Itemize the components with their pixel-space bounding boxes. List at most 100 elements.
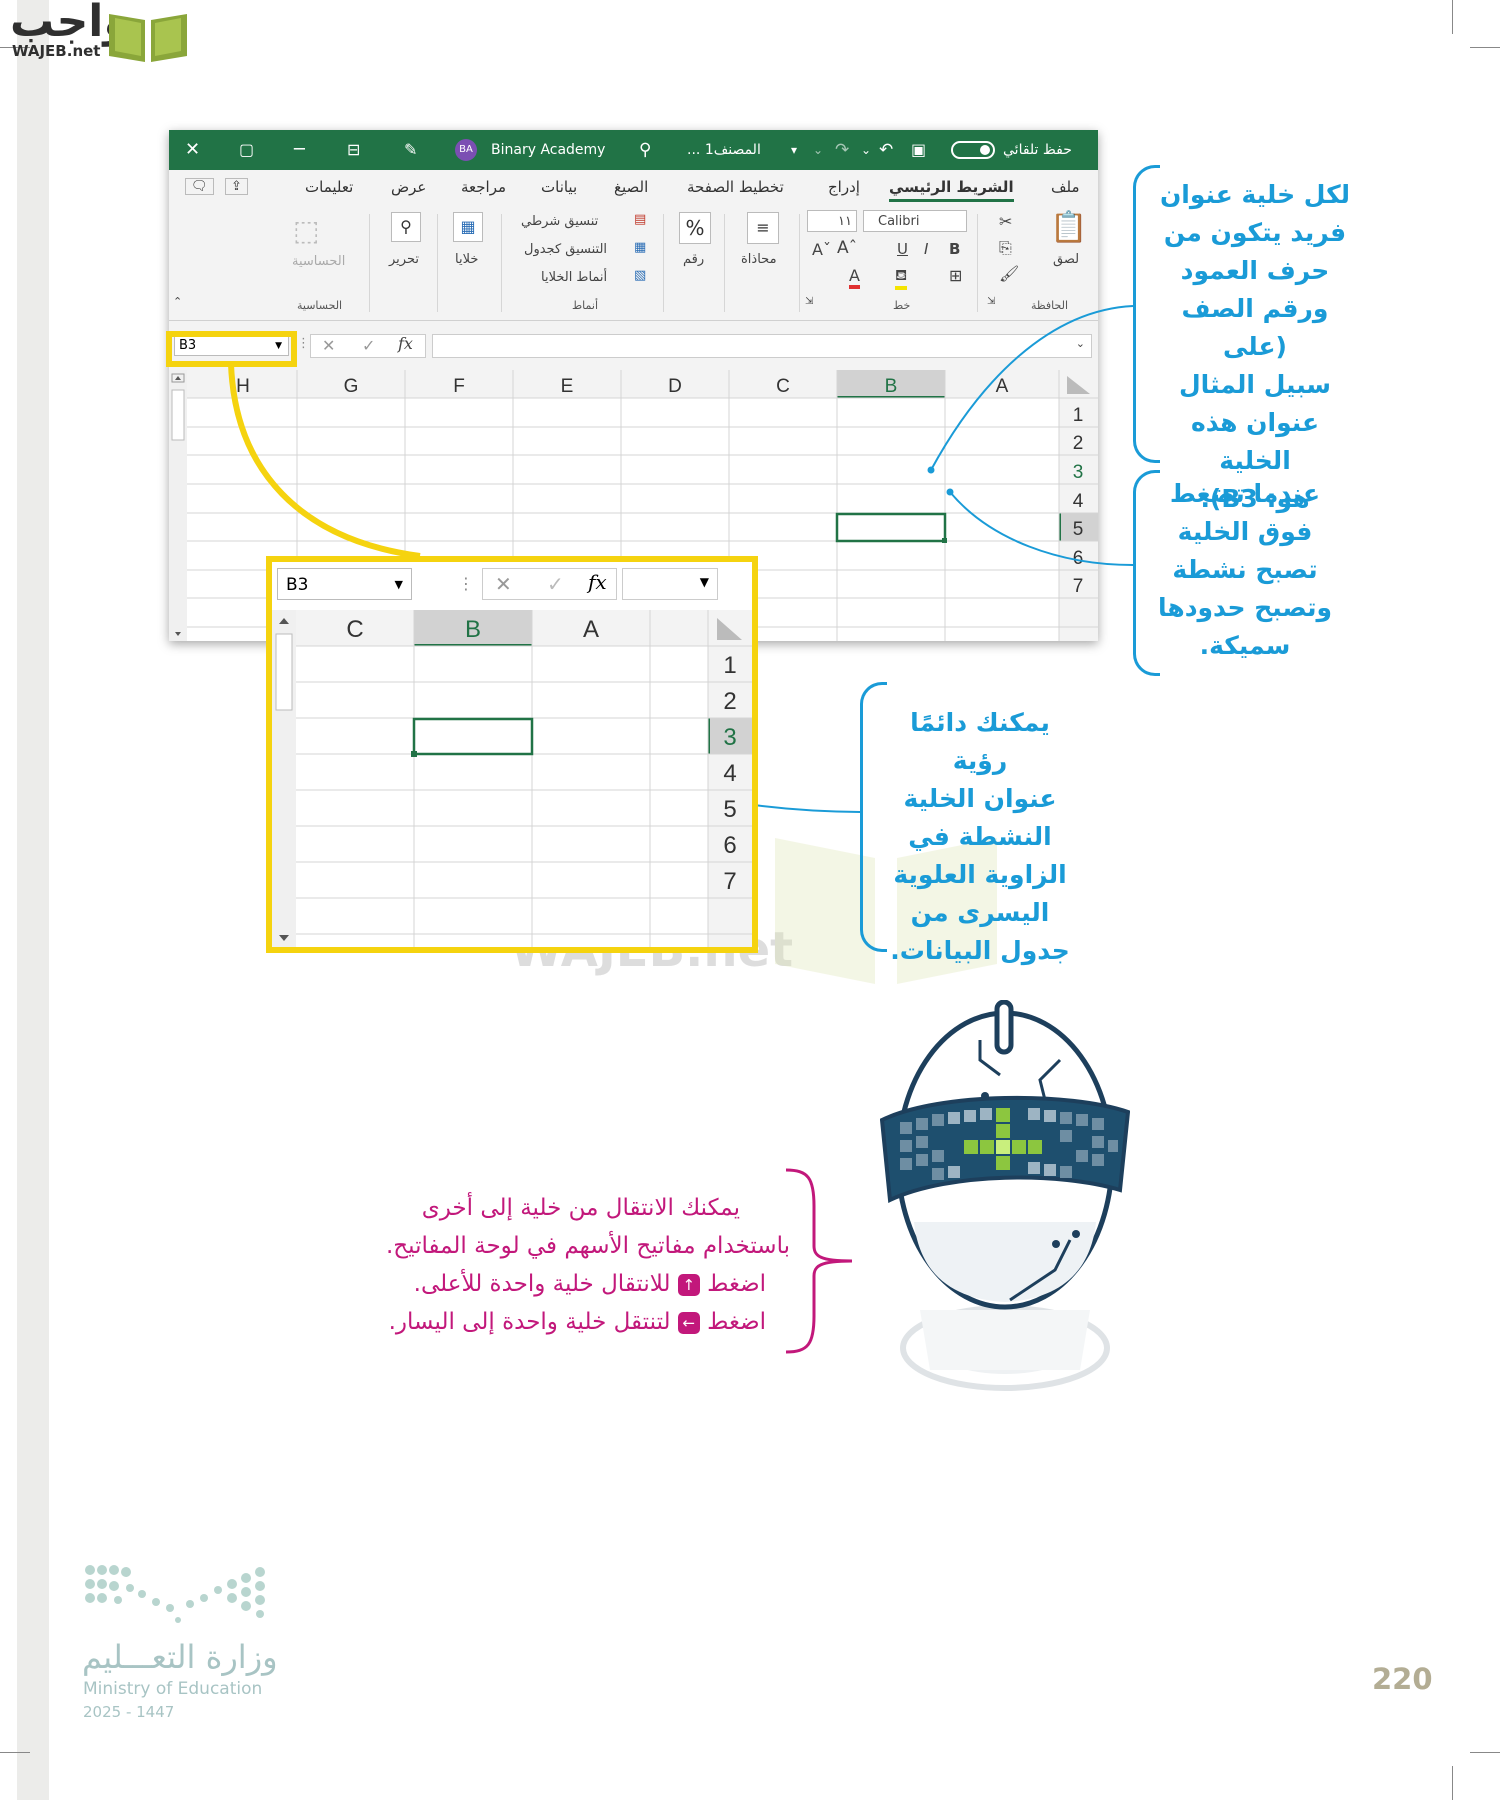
- format-as-table-button[interactable]: التنسيق كجدول: [524, 242, 608, 257]
- copy-icon[interactable]: ⎘: [999, 238, 1012, 257]
- comments-icon[interactable]: 🗨: [185, 178, 214, 195]
- ministry-name-english: Ministry of Education: [83, 1679, 263, 1699]
- minimize-icon[interactable]: ─: [294, 139, 305, 160]
- cells-icon[interactable]: ▦: [453, 212, 483, 242]
- name-box[interactable]: B3▼: [174, 334, 289, 356]
- active-cell-b3: [835, 512, 947, 543]
- enter-icon[interactable]: ✓: [362, 336, 376, 355]
- percent-icon[interactable]: %: [679, 212, 711, 244]
- tab-review[interactable]: مراجعة: [461, 178, 507, 196]
- book-logo-icon: [109, 14, 187, 62]
- zoom-worksheet-grid[interactable]: A B C 1 2 3 4 5 6 7: [272, 610, 752, 947]
- zoom-active-cell-b3: [412, 717, 534, 756]
- editing-button[interactable]: تحرير: [389, 252, 419, 267]
- borders-icon[interactable]: ⊞: [949, 266, 963, 285]
- redo-icon[interactable]: ↷: [835, 140, 850, 160]
- watermark-book-icon: [775, 838, 997, 984]
- zoom-more-options-icon[interactable]: ⋮: [458, 574, 474, 593]
- undo-dropdown-icon[interactable]: ⌄: [861, 143, 872, 157]
- zoom-formula-actions: [482, 568, 617, 600]
- clipboard-dialog-launcher-icon[interactable]: ⇲: [987, 296, 996, 307]
- insert-function-button[interactable]: fx: [398, 334, 413, 353]
- font-size-field[interactable]: ١١: [807, 210, 857, 232]
- align-icon[interactable]: ≡: [747, 212, 779, 244]
- callout-active-cell: عندما تضغط فوق الخلية تصبح نشطة وتصبح حد…: [1157, 479, 1333, 660]
- zoom-cancel-icon[interactable]: ✕: [495, 572, 512, 596]
- zoom-row-header-6: 6: [723, 832, 736, 859]
- formula-input[interactable]: ⌄: [432, 334, 1092, 358]
- zoom-insert-function-button[interactable]: fx: [588, 570, 607, 594]
- tip-line-3: اضغط ↑ للانتقال خلية واحدة للأعلى.: [413, 1271, 766, 1297]
- tab-help[interactable]: تعليمات: [305, 178, 354, 196]
- ministry-year: 2025 - 1447: [83, 1703, 175, 1721]
- tab-insert[interactable]: إدراج: [828, 178, 860, 196]
- collapse-ribbon-icon[interactable]: ⌃: [173, 295, 183, 308]
- ministry-name-arabic: وزارة التعـــليم: [82, 1638, 278, 1676]
- zoom-formula-input[interactable]: ▼: [622, 568, 718, 600]
- formula-bar: B3▼ ⋮ ✕ ✓ fx ⌄: [169, 330, 1098, 362]
- undo-icon[interactable]: ↶: [879, 140, 894, 160]
- number-button[interactable]: رقم: [683, 252, 705, 267]
- conditional-format-button[interactable]: تنسيق شرطي: [521, 214, 599, 229]
- crop-mark: [1470, 47, 1500, 48]
- zoomed-excel-view: B3▼ ⋮ ✕ ✓ fx ▼: [266, 556, 758, 953]
- font-grow-icon[interactable]: Aˆ: [837, 238, 858, 258]
- cancel-icon[interactable]: ✕: [322, 336, 336, 355]
- crop-mark: [0, 47, 30, 48]
- redo-dropdown-icon[interactable]: ⌄: [813, 143, 824, 157]
- page-number: 220: [1372, 1662, 1433, 1696]
- zoom-row-header-7: 7: [723, 868, 736, 895]
- cell-styles-icon: ▧: [634, 268, 647, 283]
- column-header-b: B: [885, 376, 898, 397]
- save-icon[interactable]: ▣: [911, 140, 927, 159]
- column-header-f: F: [453, 376, 465, 397]
- tab-file[interactable]: ملف: [1051, 178, 1080, 196]
- bold-button[interactable]: B: [949, 240, 961, 258]
- tab-page-layout[interactable]: تخطيط الصفحة: [687, 178, 784, 196]
- file-name[interactable]: المصنف1 ...: [687, 142, 761, 158]
- crop-mark: [0, 1752, 30, 1753]
- row-header-2: 2: [1073, 433, 1084, 454]
- paste-icon[interactable]: 📋: [1050, 210, 1088, 245]
- format-painter-icon[interactable]: 🖌: [999, 264, 1020, 283]
- restore-icon[interactable]: ▢: [239, 140, 255, 159]
- tab-formulas[interactable]: الصيغ: [614, 178, 649, 196]
- tab-view[interactable]: عرض: [391, 178, 427, 196]
- underline-button[interactable]: U: [897, 240, 908, 258]
- autosave-toggle[interactable]: [951, 141, 995, 159]
- cut-icon[interactable]: ✂: [999, 212, 1013, 231]
- zoom-name-box[interactable]: B3▼: [277, 568, 412, 600]
- font-shrink-icon[interactable]: Aˇ: [812, 240, 831, 259]
- account-name[interactable]: Binary Academy: [491, 142, 606, 158]
- share-icon[interactable]: ⇪: [225, 178, 248, 195]
- arrow-up-key-icon: ↑: [677, 1273, 700, 1296]
- ribbon-display-icon[interactable]: ⊟: [347, 140, 361, 159]
- font-color-icon[interactable]: A: [849, 266, 860, 289]
- callout-cell-address: لكل خلية عنوان فريد يتكون من حرف العمود …: [1159, 180, 1351, 513]
- tab-data[interactable]: بيانات: [541, 178, 578, 196]
- avatar[interactable]: BA: [455, 139, 477, 161]
- tip-line-1: يمكنك الانتقال من خلية إلى أخرى: [421, 1195, 740, 1221]
- zoom-enter-icon[interactable]: ✓: [547, 572, 564, 596]
- sensitivity-button[interactable]: الحساسية: [292, 254, 346, 269]
- paste-button[interactable]: لصق: [1053, 252, 1080, 267]
- find-icon[interactable]: ⚲: [391, 212, 421, 242]
- tab-home[interactable]: الشريط الرئيسي: [889, 178, 1014, 202]
- fill-color-icon[interactable]: ⛾: [895, 266, 908, 290]
- cells-button[interactable]: خلايا: [455, 252, 479, 267]
- alignment-button[interactable]: محاذاة: [741, 252, 777, 267]
- callout-corner-address: يمكنك دائمًا رؤية عنوان الخلية النشطة في…: [890, 708, 1070, 965]
- crop-mark: [1452, 0, 1453, 34]
- close-icon[interactable]: ✕: [185, 139, 201, 160]
- ministry-logo-icon: [85, 1565, 265, 1623]
- font-dialog-launcher-icon[interactable]: ⇲: [805, 296, 814, 307]
- sensitivity-icon[interactable]: ⬚: [293, 214, 320, 247]
- more-options-icon[interactable]: ⋮: [297, 336, 310, 351]
- font-name-field[interactable]: Calibri: [863, 210, 967, 232]
- cell-styles-button[interactable]: أنماط الخلايا: [541, 270, 608, 285]
- column-header-c: C: [776, 376, 790, 397]
- designer-icon[interactable]: ✎: [404, 140, 418, 159]
- italic-button[interactable]: I: [924, 240, 929, 258]
- customize-qat-icon[interactable]: ▾: [791, 143, 798, 157]
- search-icon[interactable]: ⚲: [639, 140, 652, 160]
